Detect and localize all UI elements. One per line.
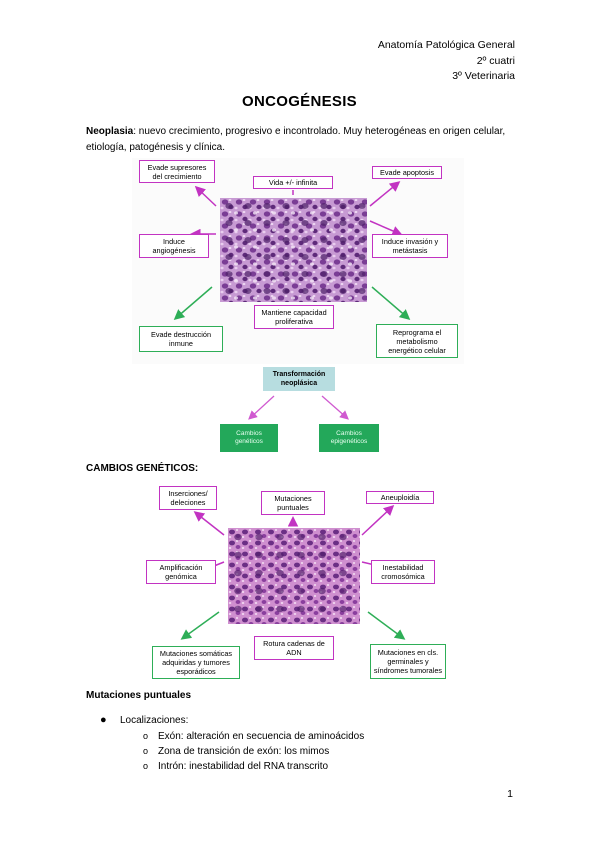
tumor-histology-image-1 [220,198,367,302]
list-subitem-text: Zona de transición de exón: los mimos [158,746,330,757]
box-evade-destruccion: Evade destrucción inmune [139,326,223,352]
section-heading-mutaciones: Mutaciones puntuales [86,690,192,701]
intro-term: Neoplasia [86,126,134,137]
box-inestabilidad-cromosomica: Inestabilidad cromosómica [371,560,435,584]
circle-bullet-icon: o [143,746,149,756]
box-reprograma-metabolismo: Reprograma el metabolismo energético cel… [376,324,458,358]
list-subitem-text: Intrón: inestabilidad del RNA transcrito [158,761,329,772]
genetic-changes-arrows [180,504,406,640]
list-item-text: Localizaciones: [120,715,189,726]
box-induce-angiogenesis: Induce angiogénesis [139,234,209,258]
box-aneuploidia: Aneuploidía [366,491,434,504]
box-cambios-epigeneticos: Cambios epigenéticos [319,424,379,452]
box-evade-apoptosis: Evade apoptosis [372,166,442,179]
tumor-histology-image-2 [228,528,360,624]
box-cambios-geneticos: Cambios genéticos [220,424,278,452]
box-mutaciones-germinales: Mutaciones en cls. germinales y síndrome… [370,644,446,679]
intro-text: : nuevo crecimiento, progresivo e incont… [86,126,506,153]
bullet-icon: ● [100,714,107,726]
box-inserciones-deleciones: Inserciones/ deleciones [159,486,217,510]
box-evade-supresores: Evade supresores del crecimiento [139,160,215,183]
box-vida-infinita: Vida +/- infinita [253,176,333,189]
box-induce-invasion: Induce invasión y metástasis [372,234,448,258]
box-mutaciones-puntuales: Mutaciones puntuales [261,491,325,515]
transformation-arrows [248,395,349,420]
header-year: 3º Veterinaria [452,70,515,82]
box-mantiene-proliferativa: Mantiene capacidad proliferativa [254,305,334,329]
box-transformacion-neoplasica: Transformación neoplásica [263,367,335,391]
box-rotura-cadenas: Rotura cadenas de ADN [254,636,334,660]
intro-paragraph: Neoplasia: nuevo crecimiento, progresivo… [86,124,516,155]
document-header: Anatomía Patológica General 2º cuatri 3º… [378,38,515,85]
header-term: 2º cuatri [476,54,515,67]
section-heading-cambios: CAMBIOS GENÉTICOS: [86,463,199,474]
page-title: ONCOGÉNESIS [242,93,357,110]
circle-bullet-icon: o [143,761,149,771]
box-amplificacion-genomica: Amplificación genómica [146,560,216,584]
circle-bullet-icon: o [143,731,149,741]
header-course: Anatomía Patológica General [377,39,515,51]
box-mutaciones-somaticas: Mutaciones somáticas adquiridas y tumore… [152,646,240,679]
page-number: 1 [507,788,513,800]
list-subitem-text: Exón: alteración en secuencia de aminoác… [158,731,365,742]
